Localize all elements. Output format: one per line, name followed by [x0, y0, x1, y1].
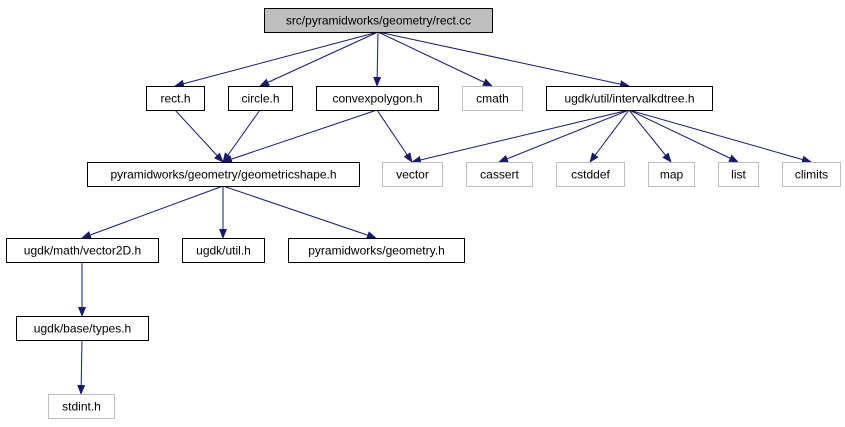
edge-intervalkdtree_h-to-cassert [498, 109, 630, 163]
edge-intervalkdtree_h-to-list [628, 109, 739, 163]
node-label: ugdk/math/vector2D.h [24, 244, 141, 258]
node-box [6, 238, 159, 263]
node-label: ugdk/util/intervalkdtree.h [564, 92, 694, 106]
node-label: rect.h [160, 92, 190, 106]
node-map: map [648, 162, 695, 187]
edges-layer [77, 31, 812, 395]
edge-circle_h-to-geometricshape_h [222, 109, 261, 163]
edge-intervalkdtree_h-to-vector [411, 109, 630, 164]
node-box [382, 162, 443, 187]
node-list: list [718, 162, 759, 187]
node-box [556, 162, 625, 187]
edge-rect_cc-to-cmath [377, 31, 493, 87]
edge-intervalkdtree_h-to-cstddef [589, 109, 630, 163]
edge-intervalkdtree_h-to-climits [628, 109, 812, 164]
edge-rect_cc-to-rect_h [174, 31, 379, 88]
node-label: src/pyramidworks/geometry/rect.cc [286, 14, 471, 28]
node-label: ugdk/base/types.h [34, 322, 131, 336]
node-label: convexpolygon.h [332, 92, 422, 106]
node-rect_cc[interactable]: src/pyramidworks/geometry/rect.cc [264, 8, 493, 33]
node-box [718, 162, 759, 187]
node-box [228, 86, 293, 111]
node-label: vector [396, 168, 429, 182]
node-box [782, 162, 841, 187]
node-circle_h[interactable]: circle.h [228, 86, 293, 111]
node-rect_h[interactable]: rect.h [146, 86, 205, 111]
node-label: list [731, 168, 746, 182]
node-box [16, 316, 149, 341]
node-climits: climits [782, 162, 841, 187]
node-box [462, 86, 523, 111]
node-vector2d_h[interactable]: ugdk/math/vector2D.h [6, 238, 159, 263]
node-cmath: cmath [462, 86, 523, 111]
node-label: cstddef [571, 168, 610, 182]
node-convexpolygon_h[interactable]: convexpolygon.h [316, 86, 439, 111]
edge-rect_cc-to-convexpolygon_h [373, 31, 382, 87]
node-box [182, 238, 265, 263]
node-label: circle.h [241, 92, 279, 106]
node-label: cmath [476, 92, 509, 106]
edge-geometricshape_h-to-vector2d_h [81, 185, 224, 239]
node-box [288, 238, 465, 263]
node-label: pyramidworks/geometry/geometricshape.h [110, 168, 336, 182]
edge-types_h-to-stdint_h [77, 339, 86, 395]
edge-rect_h-to-geometricshape_h [174, 109, 224, 163]
edge-convexpolygon_h-to-vector [376, 109, 413, 163]
node-cassert: cassert [466, 162, 533, 187]
node-box [316, 86, 439, 111]
node-label: map [660, 168, 684, 182]
edge-rect_cc-to-circle_h [259, 31, 379, 87]
edge-intervalkdtree_h-to-map [628, 109, 672, 163]
edge-geometricshape_h-to-geometry_h [222, 185, 377, 239]
node-vector: vector [382, 162, 443, 187]
node-box [146, 86, 205, 111]
node-box [648, 162, 695, 187]
node-label: stdint.h [62, 400, 101, 414]
node-box [546, 86, 713, 111]
node-geometricshape_h[interactable]: pyramidworks/geometry/geometricshape.h [87, 162, 360, 187]
node-types_h[interactable]: ugdk/base/types.h [16, 316, 149, 341]
node-intervalkdtree_h[interactable]: ugdk/util/intervalkdtree.h [546, 86, 713, 111]
node-label: climits [795, 168, 828, 182]
node-label: pyramidworks/geometry.h [308, 244, 445, 258]
nodes-layer: src/pyramidworks/geometry/rect.cc rect.h c… [6, 8, 841, 419]
node-cstddef: cstddef [556, 162, 625, 187]
node-box [48, 394, 115, 419]
node-label: cassert [480, 168, 519, 182]
node-box [87, 162, 360, 187]
node-stdint_h: stdint.h [48, 394, 115, 419]
edge-rect_cc-to-intervalkdtree_h [377, 31, 630, 89]
node-geometry_h[interactable]: pyramidworks/geometry.h [288, 238, 465, 263]
edge-convexpolygon_h-to-geometricshape_h [222, 109, 378, 163]
node-box [264, 8, 493, 33]
node-util_h[interactable]: ugdk/util.h [182, 238, 265, 263]
node-label: ugdk/util.h [196, 244, 251, 258]
node-box [466, 162, 533, 187]
